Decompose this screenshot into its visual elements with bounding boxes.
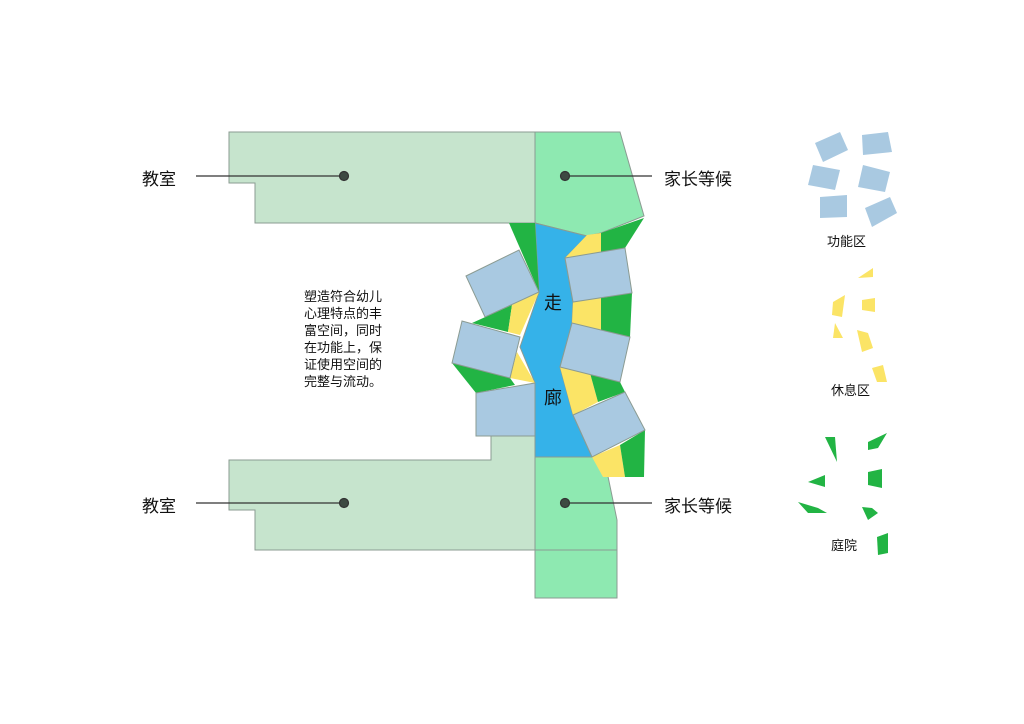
- rest-shape: [592, 445, 625, 477]
- legend-function-shape: [862, 132, 892, 155]
- label-corridor-2: 廊: [544, 388, 562, 409]
- legend-function-shape: [820, 195, 847, 218]
- legend-function-label: 功能区: [827, 235, 867, 250]
- courtyard-shape: [472, 305, 512, 332]
- legend-function-shape: [815, 132, 848, 162]
- legend-function-shape: [865, 197, 897, 227]
- courtyard-shape: [601, 218, 644, 252]
- legend-function-shape: [858, 165, 890, 192]
- courtyard-shape: [452, 363, 515, 393]
- courtyard-shape: [509, 223, 539, 292]
- legend-rest-label: 休息区: [831, 384, 871, 399]
- legend-courtyard-shape: [868, 469, 882, 488]
- legend-courtyard-shape: [868, 433, 887, 450]
- label-parent-wait-top: 家长等候: [664, 170, 732, 190]
- note-line: 证使用空间的: [304, 358, 383, 373]
- parent-wait-bottom-block: [534, 456, 618, 599]
- classroom-top-block: [228, 131, 536, 224]
- legend-function-shape: [808, 165, 840, 190]
- label-parent-wait-bottom: 家长等候: [664, 497, 732, 517]
- legend-rest-shape: [857, 330, 873, 352]
- function-box: [572, 391, 646, 458]
- marker-dot: [338, 170, 350, 182]
- legend-courtyard-shape: [825, 437, 837, 462]
- legend-rest-shape: [833, 323, 843, 338]
- rest-shape: [572, 298, 601, 330]
- note-line: 完整与流动。: [304, 375, 383, 390]
- note-line: 在功能上，保: [304, 341, 383, 356]
- courtyard-shape: [590, 373, 625, 402]
- note-line: 富空间，同时: [304, 324, 383, 339]
- marker-dot: [559, 497, 571, 509]
- legend-courtyard-shape: [862, 507, 878, 520]
- marker-dot: [338, 497, 350, 509]
- function-box: [475, 382, 536, 437]
- note-line: 心理特点的丰: [304, 307, 383, 322]
- function-box: [564, 247, 633, 303]
- legend-rest-shape: [858, 268, 873, 278]
- legend-courtyard-label: 庭院: [831, 539, 858, 554]
- legend-rest-shape: [862, 298, 875, 312]
- rest-shape: [510, 352, 535, 383]
- rest-shape: [508, 292, 539, 335]
- rest-shape: [565, 233, 601, 258]
- legend-courtyard-shape: [808, 475, 825, 487]
- label-classroom-top: 教室: [142, 170, 176, 190]
- label-corridor-1: 走: [544, 293, 562, 314]
- function-box: [465, 249, 540, 318]
- parent-wait-top-block: [534, 131, 645, 237]
- legend-rest-shape: [872, 365, 887, 382]
- marker-dot: [559, 170, 571, 182]
- courtyard-shape: [601, 293, 632, 337]
- legend-rest-shape: [832, 295, 845, 317]
- function-box: [559, 322, 631, 383]
- legend-courtyard-shape: [798, 502, 827, 513]
- courtyard-shape: [620, 430, 645, 477]
- rest-shape: [560, 367, 598, 415]
- legend-courtyard-shape: [877, 533, 888, 555]
- classroom-bottom-block: [228, 435, 536, 551]
- design-note: 塑造符合幼儿 心理特点的丰 富空间，同时 在功能上，保 证使用空间的 完整与流动…: [304, 289, 394, 391]
- label-classroom-bottom: 教室: [142, 497, 176, 517]
- note-line: 塑造符合幼儿: [304, 290, 383, 305]
- function-box: [451, 320, 521, 379]
